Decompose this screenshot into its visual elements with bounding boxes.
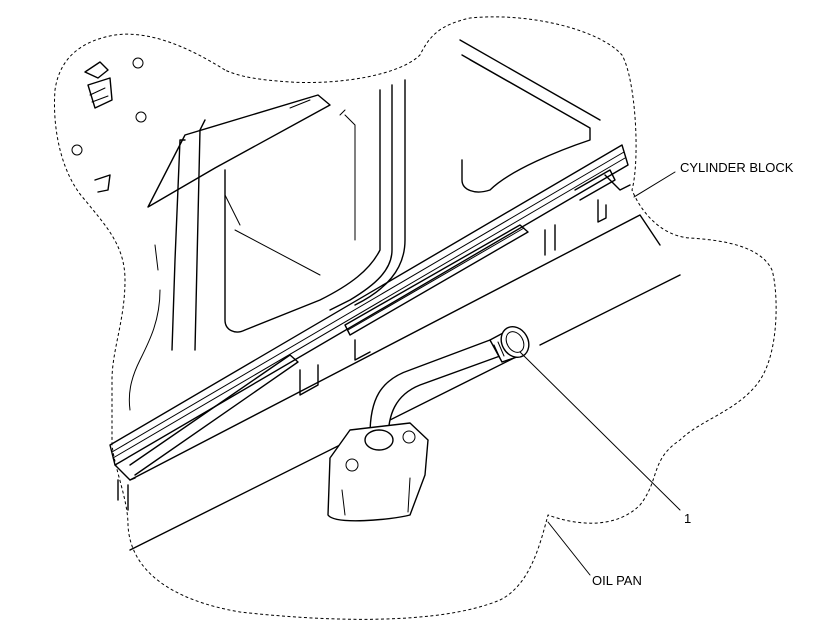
rail-upper: [109, 144, 629, 466]
pan-lower-edge: [129, 274, 681, 551]
oil-pan-leader: [547, 521, 591, 576]
bolt-hole: [135, 111, 147, 123]
rail-rib-2: [129, 354, 299, 476]
upper-lid-rim: [154, 99, 311, 204]
rail-rib-inner: [347, 227, 525, 331]
upper-right-chamber: [459, 39, 601, 193]
oil-pan-label: OIL PAN: [592, 573, 642, 588]
flange-base-top: [341, 477, 411, 516]
flange-bolt-hole: [345, 458, 359, 472]
tube-inlet: [364, 429, 394, 451]
pipe-fitting-bore: [505, 331, 525, 353]
rail-rib: [344, 224, 529, 336]
upper-right-chamber-line: [469, 59, 586, 126]
central-cavity: [224, 79, 406, 333]
pan-upper-edge: [129, 214, 661, 481]
web-left: [171, 119, 206, 351]
phantom-outline: [54, 16, 777, 620]
callout-1-label: 1: [684, 511, 691, 526]
bolt-hole: [71, 144, 83, 156]
cylinder-block-label: CYLINDER BLOCK: [680, 160, 794, 175]
callout-1-leader: [519, 351, 681, 511]
cavity-inner: [224, 109, 356, 276]
pipe-fitting-end: [500, 325, 530, 359]
cylinder-block-leader: [633, 171, 676, 198]
upper-lid: [147, 94, 331, 208]
block-left-edge: [128, 244, 161, 411]
flange-bolt-hole: [402, 430, 416, 444]
bracket-detail: [84, 61, 113, 193]
pipe-fitting-thread: [493, 341, 505, 359]
rail-tab: [117, 199, 607, 511]
bracket-detail-lines: [89, 87, 109, 103]
rail-rib-3: [574, 169, 616, 201]
flange-base: [327, 439, 429, 522]
bolt-hole: [132, 57, 144, 69]
rail-upper-inner: [111, 151, 626, 459]
